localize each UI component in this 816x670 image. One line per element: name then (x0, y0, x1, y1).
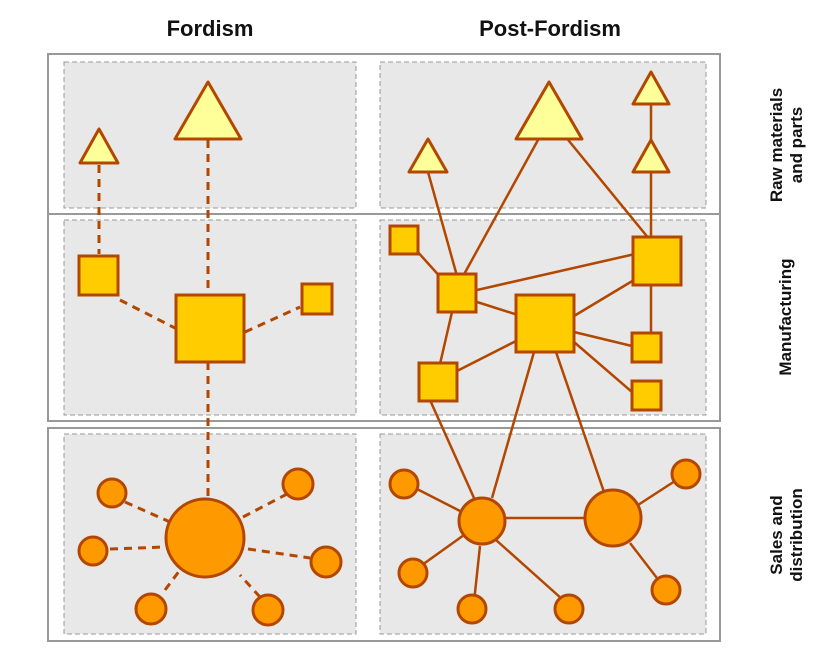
postfordism-outlet-circle (553, 593, 585, 625)
postfordism-main-factory-square (514, 293, 576, 354)
fordism-raw-small-triangle-icon (78, 127, 120, 165)
postfordism-factory-square (417, 361, 459, 403)
fordism-outlet-circle (251, 593, 285, 627)
fordism-small-factory-square-right (300, 282, 334, 316)
postfordism-raw-triangle-icon (407, 137, 449, 174)
postfordism-factory-square (388, 224, 420, 256)
row-band-sales (47, 427, 721, 642)
postfordism-raw-triangle-icon (631, 138, 671, 174)
postfordism-raw-large-triangle-icon (514, 80, 584, 141)
postfordism-factory-square (630, 331, 663, 364)
postfordism-factory-square (436, 272, 478, 314)
postfordism-distributor-circle (457, 496, 507, 546)
row-label-sales-distribution: Sales and distribution (767, 488, 806, 582)
post-fordism-links (414, 104, 676, 603)
postfordism-factory-square (631, 235, 683, 287)
postfordism-outlet-circle (670, 458, 702, 490)
row-label-manufacturing: Manufacturing (776, 258, 795, 376)
row-label-raw-materials: Raw materials and parts (767, 87, 806, 203)
fordism-outlet-circle (281, 467, 315, 501)
postfordism-outlet-circle (388, 468, 420, 500)
postfordism-factory-square (630, 379, 663, 412)
postfordism-raw-triangle-icon (631, 70, 671, 106)
column-title-fordism: Fordism (166, 16, 254, 41)
postfordism-distributor-circle (583, 488, 643, 548)
row-band-manufacturing (47, 213, 721, 422)
fordism-raw-large-triangle-icon (173, 80, 243, 141)
fordism-outlet-circle (309, 545, 343, 579)
fordism-outlet-circle (134, 592, 168, 626)
fordism-central-distributor-circle (164, 497, 246, 579)
fordism-outlet-circle (96, 477, 128, 509)
postfordism-outlet-circle (456, 593, 488, 625)
fordism-outlet-circle (77, 535, 109, 567)
fordism-main-factory-square (174, 293, 246, 364)
panel-postfordism-sales (379, 433, 707, 635)
postfordism-outlet-circle (397, 557, 429, 589)
fordism-links (97, 140, 311, 599)
column-title-post-fordism: Post-Fordism (479, 16, 621, 41)
fordism-small-factory-square (77, 254, 120, 297)
postfordism-outlet-circle (650, 574, 682, 606)
